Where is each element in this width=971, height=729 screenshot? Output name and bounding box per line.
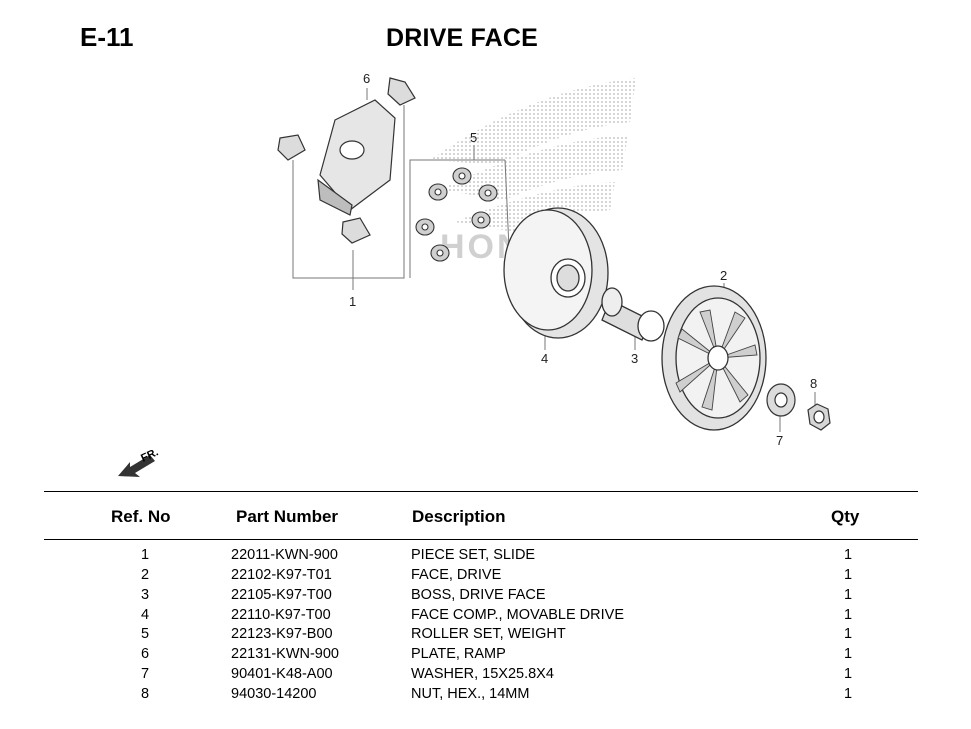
header-qty: Qty [831,507,860,526]
callout-6: 6 [363,71,370,86]
ref-no-cell: 1 [140,547,150,563]
hex-nut-part [807,403,831,431]
part-number-cell: 22011-KWN-900 [231,547,338,563]
part-number-cell: 22123-K97-B00 [231,626,333,642]
callout-8: 8 [810,376,817,391]
table-header-rule [44,539,918,540]
callout-3: 3 [631,351,638,366]
ref-no-cell: 6 [140,646,150,662]
qty-cell: 1 [843,686,853,702]
slide-pieces [277,77,416,244]
part-number-cell: 22102-K97-T01 [231,567,332,583]
callout-5: 5 [470,130,477,145]
part-number-cell: 22110-K97-T00 [231,607,331,623]
callout-1: 1 [349,294,356,309]
table-row: 4 22110-K97-T00 FACE COMP., MOVABLE DRIV… [0,607,971,627]
page-title: DRIVE FACE [386,24,539,52]
description-cell: FACE COMP., MOVABLE DRIVE [411,607,624,623]
table-row: 6 22131-KWN-900 PLATE, RAMP 1 [0,646,971,666]
qty-cell: 1 [843,646,853,662]
qty-cell: 1 [843,626,853,642]
callout-7: 7 [776,433,783,448]
qty-cell: 1 [843,547,853,563]
section-code: E-11 [80,22,134,52]
description-cell: FACE, DRIVE [411,567,502,583]
table-row: 2 22102-K97-T01 FACE, DRIVE 1 [0,567,971,587]
description-cell: PLATE, RAMP [411,646,506,662]
exploded-parts-diagram: HONDA [118,71,831,477]
ref-no-cell: 5 [140,626,150,642]
header-ref-no: Ref. No [111,507,171,526]
ref-no-cell: 7 [140,666,150,682]
part-number-cell: 94030-14200 [231,686,317,702]
qty-cell: 1 [843,607,853,623]
header-description: Description [412,507,506,526]
callout-2: 2 [720,268,727,283]
callout-numbers: 1 2 3 4 5 6 7 8 [349,71,817,448]
ref-no-cell: 2 [140,567,150,583]
ref-no-cell: 8 [140,686,150,702]
table-row: 7 90401-K48-A00 WASHER, 15X25.8X4 1 [0,666,971,686]
table-row: 8 94030-14200 NUT, HEX., 14MM 1 [0,686,971,706]
ramp-plate-part [317,99,396,216]
table-top-rule [44,491,918,492]
table-row: 1 22011-KWN-900 PIECE SET, SLIDE 1 [0,547,971,567]
table-row: 5 22123-K97-B00 ROLLER SET, WEIGHT 1 [0,626,971,646]
part-number-cell: 90401-K48-A00 [231,666,333,682]
table-row: 3 22105-K97-T00 BOSS, DRIVE FACE 1 [0,587,971,607]
qty-cell: 1 [843,666,853,682]
part-number-cell: 22105-K97-T00 [231,587,332,603]
drive-face-part [661,285,767,431]
qty-cell: 1 [843,567,853,583]
description-cell: ROLLER SET, WEIGHT [411,626,566,642]
washer-part [766,383,796,417]
callout-4: 4 [541,351,548,366]
drive-face-boss-part [601,287,665,342]
movable-drive-face-part [503,207,609,339]
description-cell: BOSS, DRIVE FACE [411,587,546,603]
front-direction-arrow: FR. [118,446,160,477]
direction-label: FR. [139,446,160,464]
description-cell: WASHER, 15X25.8X4 [411,666,554,682]
weight-rollers [415,167,498,262]
qty-cell: 1 [843,587,853,603]
description-cell: NUT, HEX., 14MM [411,686,530,702]
ref-no-cell: 4 [140,607,150,623]
description-cell: PIECE SET, SLIDE [411,547,536,563]
ref-no-cell: 3 [140,587,150,603]
part-number-cell: 22131-KWN-900 [231,646,339,662]
header-part-number: Part Number [236,507,339,526]
